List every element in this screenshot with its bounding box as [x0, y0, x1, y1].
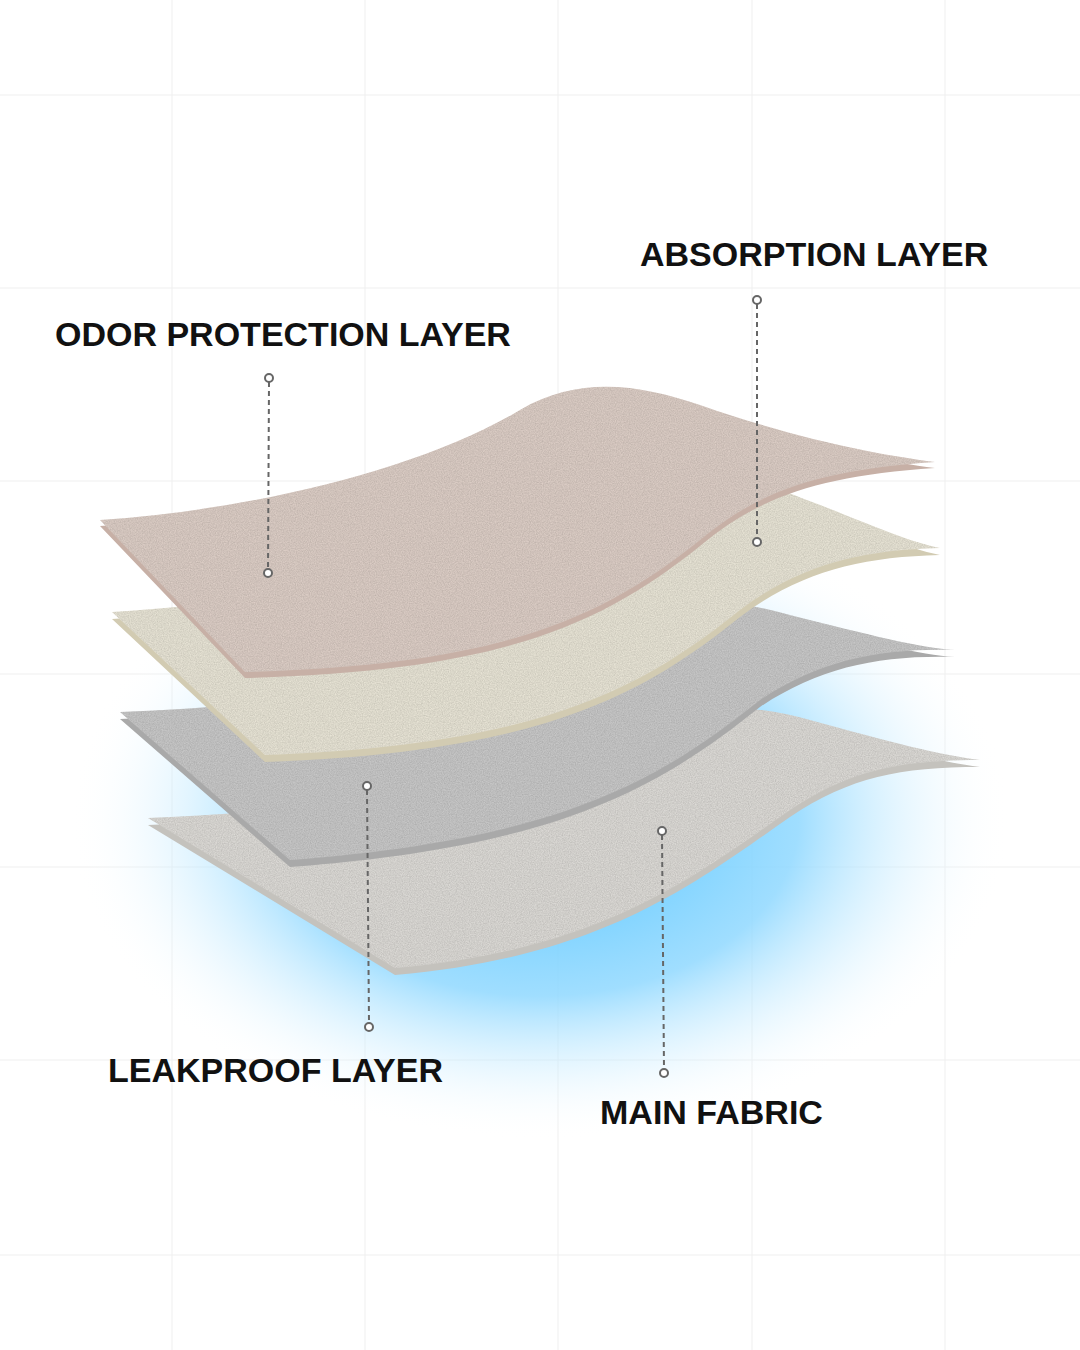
- part-label: ABSORPTION LAYER: [640, 237, 988, 271]
- part-label: ODOR PROTECTION LAYER: [55, 317, 511, 351]
- leader-lines: [264, 296, 761, 1077]
- odor-protection-sheet: [100, 387, 935, 678]
- part-label: MAIN FABRIC: [600, 1095, 823, 1129]
- part-label: LEAKPROOF LAYER: [108, 1053, 443, 1087]
